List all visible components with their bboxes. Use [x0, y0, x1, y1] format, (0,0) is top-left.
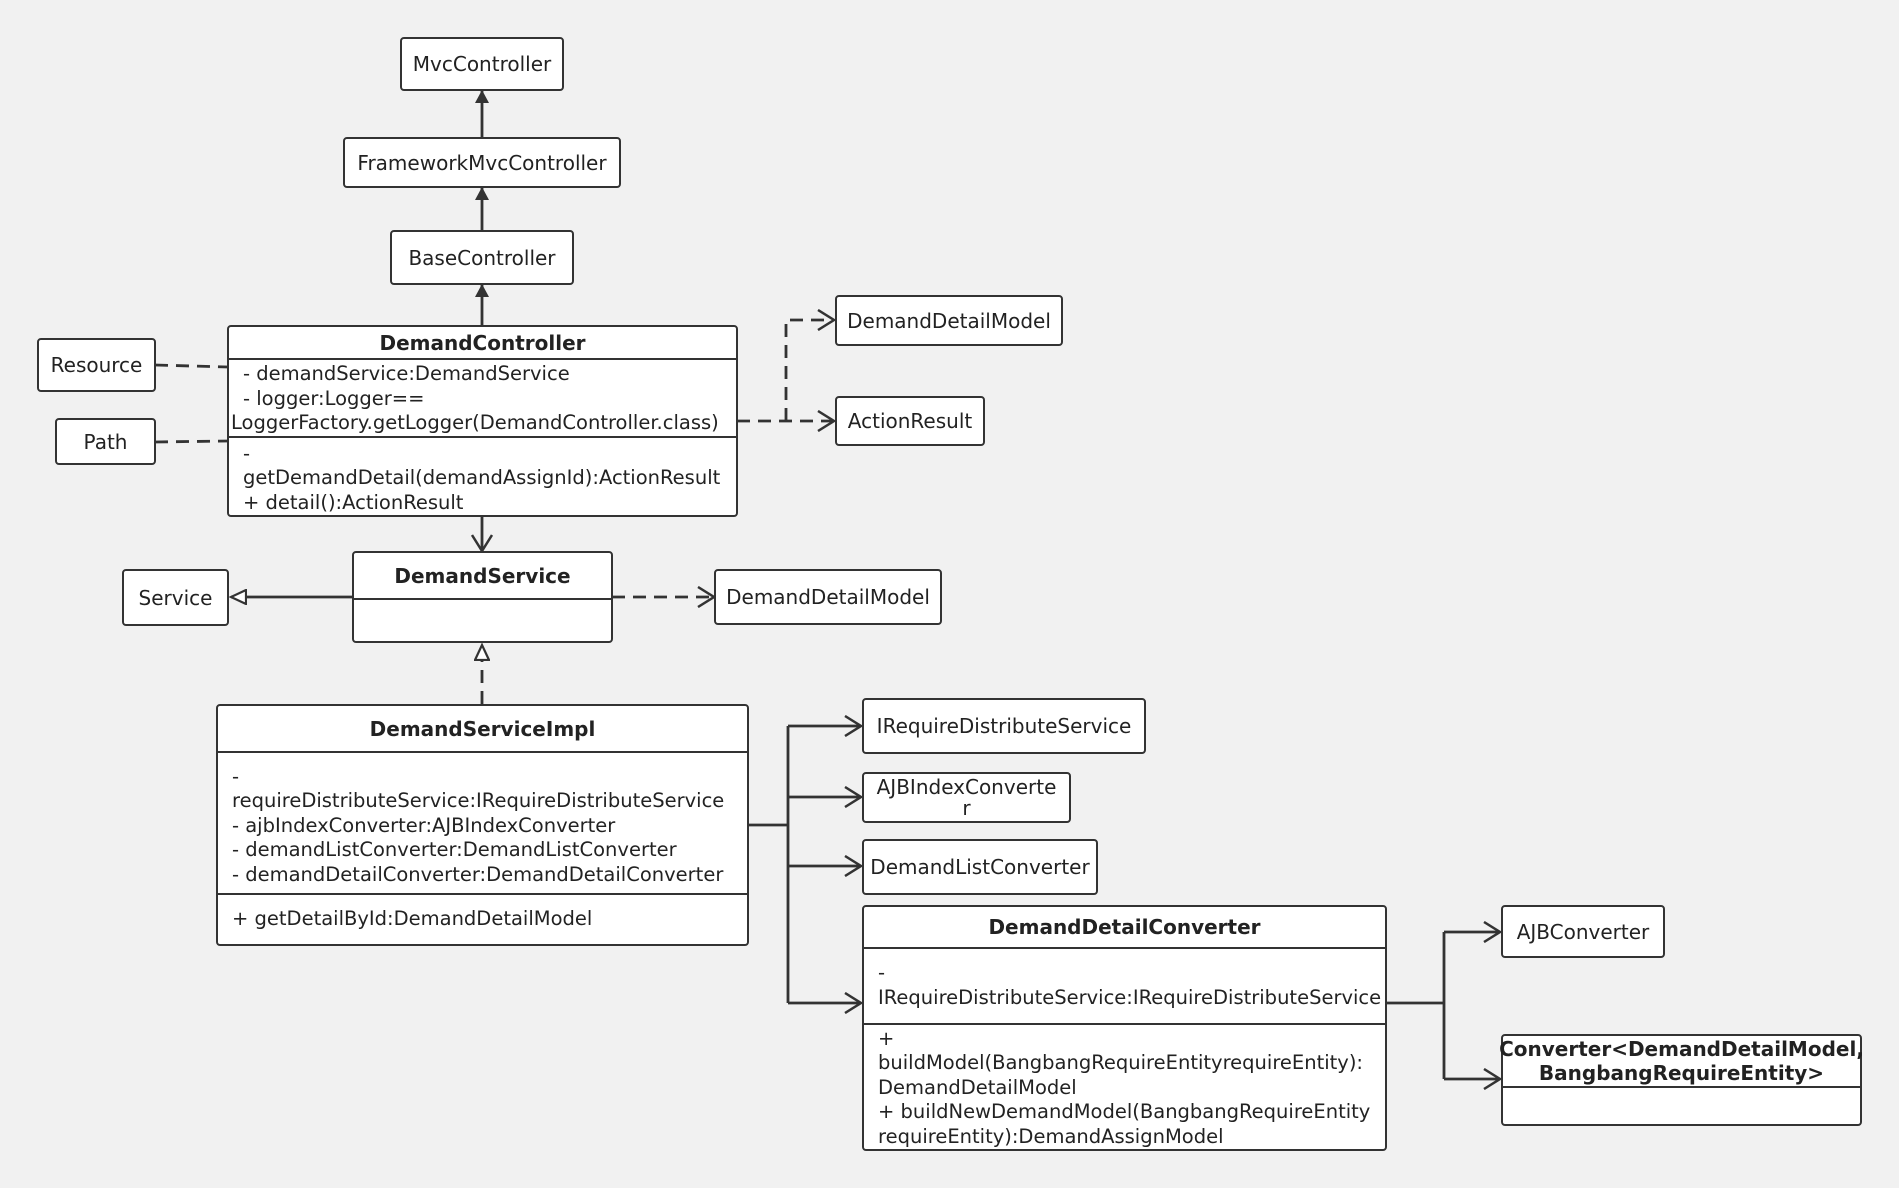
- ajbconverter-label: AJBConverter: [1516, 919, 1650, 944]
- demanddetailconverter-attribute: - IRequireDistributeService:IRequireDist…: [878, 961, 1382, 1009]
- path-dependency: [154, 439, 229, 444]
- generic-converter-empty-section: [1503, 1086, 1860, 1124]
- path-annotation: Path: [55, 418, 156, 465]
- demanddetailmodel-top-label: DemandDetailModel: [847, 308, 1051, 333]
- resource-dependency: [154, 363, 229, 369]
- service-label: Service: [138, 585, 213, 610]
- demandcontroller-attribute: - demandService:DemandService: [243, 362, 570, 385]
- ajbindexconverter-class: AJBIndexConverte r: [862, 772, 1071, 823]
- demanddetailconverter-method: requireEntity):DemandAssignModel: [878, 1124, 1224, 1148]
- demandcontroller-method: - getDemandDetail(demandAssignId):Action…: [243, 441, 721, 490]
- demandcontroller-name: DemandController: [379, 330, 586, 355]
- demandserviceimpl-methods: + getDetailById:DemandDetailModel: [218, 893, 747, 944]
- demanddetailmodel-mid-label: DemandDetailModel: [726, 585, 930, 609]
- demanddetailconverter-method: + buildNewDemandModel(BangbangRequireEnt…: [878, 1100, 1371, 1123]
- demandserviceimpl-name: DemandServiceImpl: [369, 716, 596, 741]
- demandserviceimpl-attribute: - requireDistributeService:IRequireDistr…: [232, 764, 725, 813]
- mvccontroller-class: MvcController: [400, 37, 564, 91]
- demandserviceimpl-attribute: - ajbIndexConverter:AJBIndexConverter: [232, 813, 616, 837]
- demandlistconverter-label: DemandListConverter: [870, 855, 1090, 879]
- demandserviceimpl-method: + getDetailById:DemandDetailModel: [232, 907, 593, 931]
- demandcontroller-attribute: LoggerFactory.getLogger(DemandController…: [231, 411, 719, 434]
- demandcontroller-methods: - getDemandDetail(demandAssignId):Action…: [229, 435, 736, 516]
- irequiredistributeservice-class: IRequireDistributeService: [862, 698, 1146, 754]
- demandserviceimpl-attribute: - demandListConverter:DemandListConverte…: [232, 838, 677, 862]
- resource-label: Resource: [50, 353, 143, 377]
- demandcontroller-attribute: - logger:Logger==: [243, 386, 425, 410]
- service-annotation: Service: [122, 569, 229, 626]
- demanddetailmodel-mid-class: DemandDetailModel: [714, 569, 942, 625]
- generic-converter-name: Converter<DemandDetailModel, BangbangReq…: [1499, 1037, 1864, 1085]
- demandcontroller-attributes: - demandService:DemandService - logger:L…: [229, 358, 736, 436]
- actionresult-label: ActionResult: [847, 409, 973, 433]
- demanddetailconverter-class: DemandDetailConverter - IRequireDistribu…: [862, 905, 1387, 1151]
- mvccontroller-label: MvcController: [412, 52, 552, 76]
- demanddetailmodel-top-class: DemandDetailModel: [835, 295, 1063, 346]
- demanddetailconverter-attributes: - IRequireDistributeService:IRequireDist…: [864, 946, 1385, 1023]
- demandcontroller-method: + detail():ActionResult: [243, 490, 464, 514]
- basecontroller-label: BaseController: [408, 245, 556, 270]
- demanddetailconverter-name: DemandDetailConverter: [988, 914, 1261, 939]
- path-label: Path: [83, 429, 128, 454]
- actionresult-class: ActionResult: [835, 396, 985, 446]
- demandserviceimpl-attribute: - demandDetailConverter:DemandDetailConv…: [232, 862, 724, 886]
- dependency-to-demanddetailmodel-top: [784, 320, 834, 421]
- demandserviceimpl-class: DemandServiceImpl - requireDistributeSer…: [216, 704, 749, 946]
- demanddetailconverter-method: DemandDetailModel: [878, 1075, 1077, 1099]
- frameworkmvccontroller-class: FrameworkMvcController: [343, 137, 621, 188]
- demanddetailconverter-methods: + buildModel(BangbangRequireEntityrequir…: [864, 1022, 1385, 1150]
- demandservice-empty-section: [354, 598, 611, 641]
- demandcontroller-class: DemandController - demandService:DemandS…: [227, 325, 738, 517]
- basecontroller-class: BaseController: [390, 230, 574, 285]
- demandservice-interface: DemandService: [352, 551, 613, 643]
- ajbindexconverter-label: AJBIndexConverte r: [876, 774, 1057, 820]
- demandserviceimpl-attributes: - requireDistributeService:IRequireDistr…: [218, 751, 747, 893]
- resource-annotation: Resource: [37, 338, 156, 392]
- demandservice-name: DemandService: [394, 563, 571, 588]
- irequiredistributeservice-label: IRequireDistributeService: [876, 714, 1132, 738]
- frameworkmvccontroller-label: FrameworkMvcController: [357, 150, 607, 175]
- ajbconverter-class: AJBConverter: [1501, 905, 1665, 958]
- generic-converter-interface: Converter<DemandDetailModel, BangbangReq…: [1499, 1034, 1864, 1126]
- demandlistconverter-class: DemandListConverter: [862, 839, 1098, 895]
- demanddetailconverter-method: + buildModel(BangbangRequireEntityrequir…: [878, 1026, 1364, 1075]
